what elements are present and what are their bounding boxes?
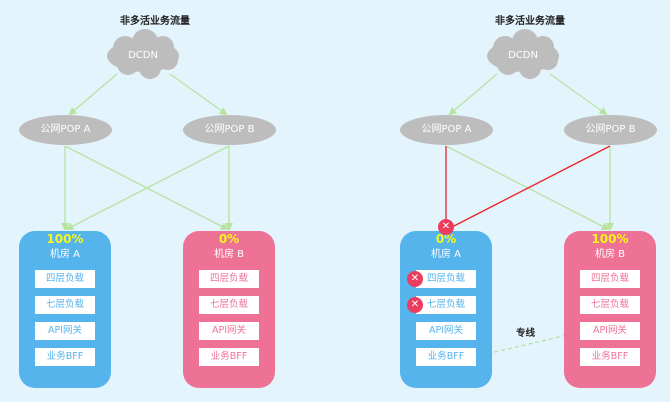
left-title: 非多活业务流量: [120, 16, 190, 27]
layer-l4-lb: 四层负载: [580, 270, 640, 288]
left-room-a: 100% 机房 A 四层负载 七层负载 API网关 业务BFF: [19, 231, 111, 388]
left-pop-a: 公网POP A: [19, 115, 112, 145]
link-dcdn-pop-b-right: [549, 73, 608, 116]
layer-api-gateway: API网关: [580, 322, 640, 340]
right-room-b: 100% 机房 B 四层负载 七层负载 API网关 业务BFF: [564, 231, 656, 388]
room-name: 机房 A: [49, 249, 81, 260]
layer-bff: 业务BFF: [35, 348, 95, 366]
layer-bff: 业务BFF: [199, 348, 259, 366]
room-name: 机房 A: [430, 249, 462, 260]
right-title: 非多活业务流量: [495, 16, 565, 27]
left-room-b: 0% 机房 B 四层负载 七层负载 API网关 业务BFF: [183, 231, 275, 388]
cloud-right: [487, 29, 559, 79]
layer-api-gateway: API网关: [416, 322, 476, 340]
failed-link-popb-rooma: [451, 145, 611, 228]
dedicated-line-label: 专线: [516, 328, 536, 339]
link-popa-roomb-left: [64, 145, 229, 230]
failure-x-icon: ✕: [407, 297, 423, 313]
traffic-percent: 100%: [591, 232, 629, 246]
layer-api-gateway: API网关: [35, 322, 95, 340]
left-dcdn-label: DCDN: [128, 50, 158, 61]
layer-l4-lb: 四层负载: [416, 270, 476, 288]
link-dcdn-pop-b-left: [169, 73, 228, 116]
traffic-percent: 0%: [435, 232, 457, 246]
layer-bff: 业务BFF: [416, 348, 476, 366]
layer-l7-lb: 七层负载: [199, 296, 259, 314]
layer-l7-lb: 七层负载: [580, 296, 640, 314]
right-pop-a: 公网POP A: [400, 115, 493, 145]
layer-l7-lb: 七层负载: [35, 296, 95, 314]
right-dcdn-label: DCDN: [508, 50, 538, 61]
room-name: 机房 B: [213, 249, 245, 260]
failure-x-icon: ✕: [438, 219, 454, 235]
link-popb-rooma-left: [65, 145, 230, 230]
room-name: 机房 B: [594, 249, 626, 260]
traffic-percent: 0%: [218, 232, 240, 246]
link-popa-roomb-right: [445, 145, 610, 230]
cloud-left: [107, 29, 179, 79]
layer-l4-lb: 四层负载: [35, 270, 95, 288]
link-dcdn-pop-a-right: [448, 73, 498, 116]
link-dcdn-pop-a-left: [68, 73, 118, 116]
left-pop-b: 公网POP B: [183, 115, 276, 145]
layer-bff: 业务BFF: [580, 348, 640, 366]
dedicated-line: [476, 331, 581, 359]
failure-x-icon: ✕: [407, 271, 423, 287]
right-pop-b: 公网POP B: [564, 115, 657, 145]
layer-l7-lb: 七层负载: [416, 296, 476, 314]
layer-l4-lb: 四层负载: [199, 270, 259, 288]
traffic-percent: 100%: [46, 232, 84, 246]
layer-api-gateway: API网关: [199, 322, 259, 340]
